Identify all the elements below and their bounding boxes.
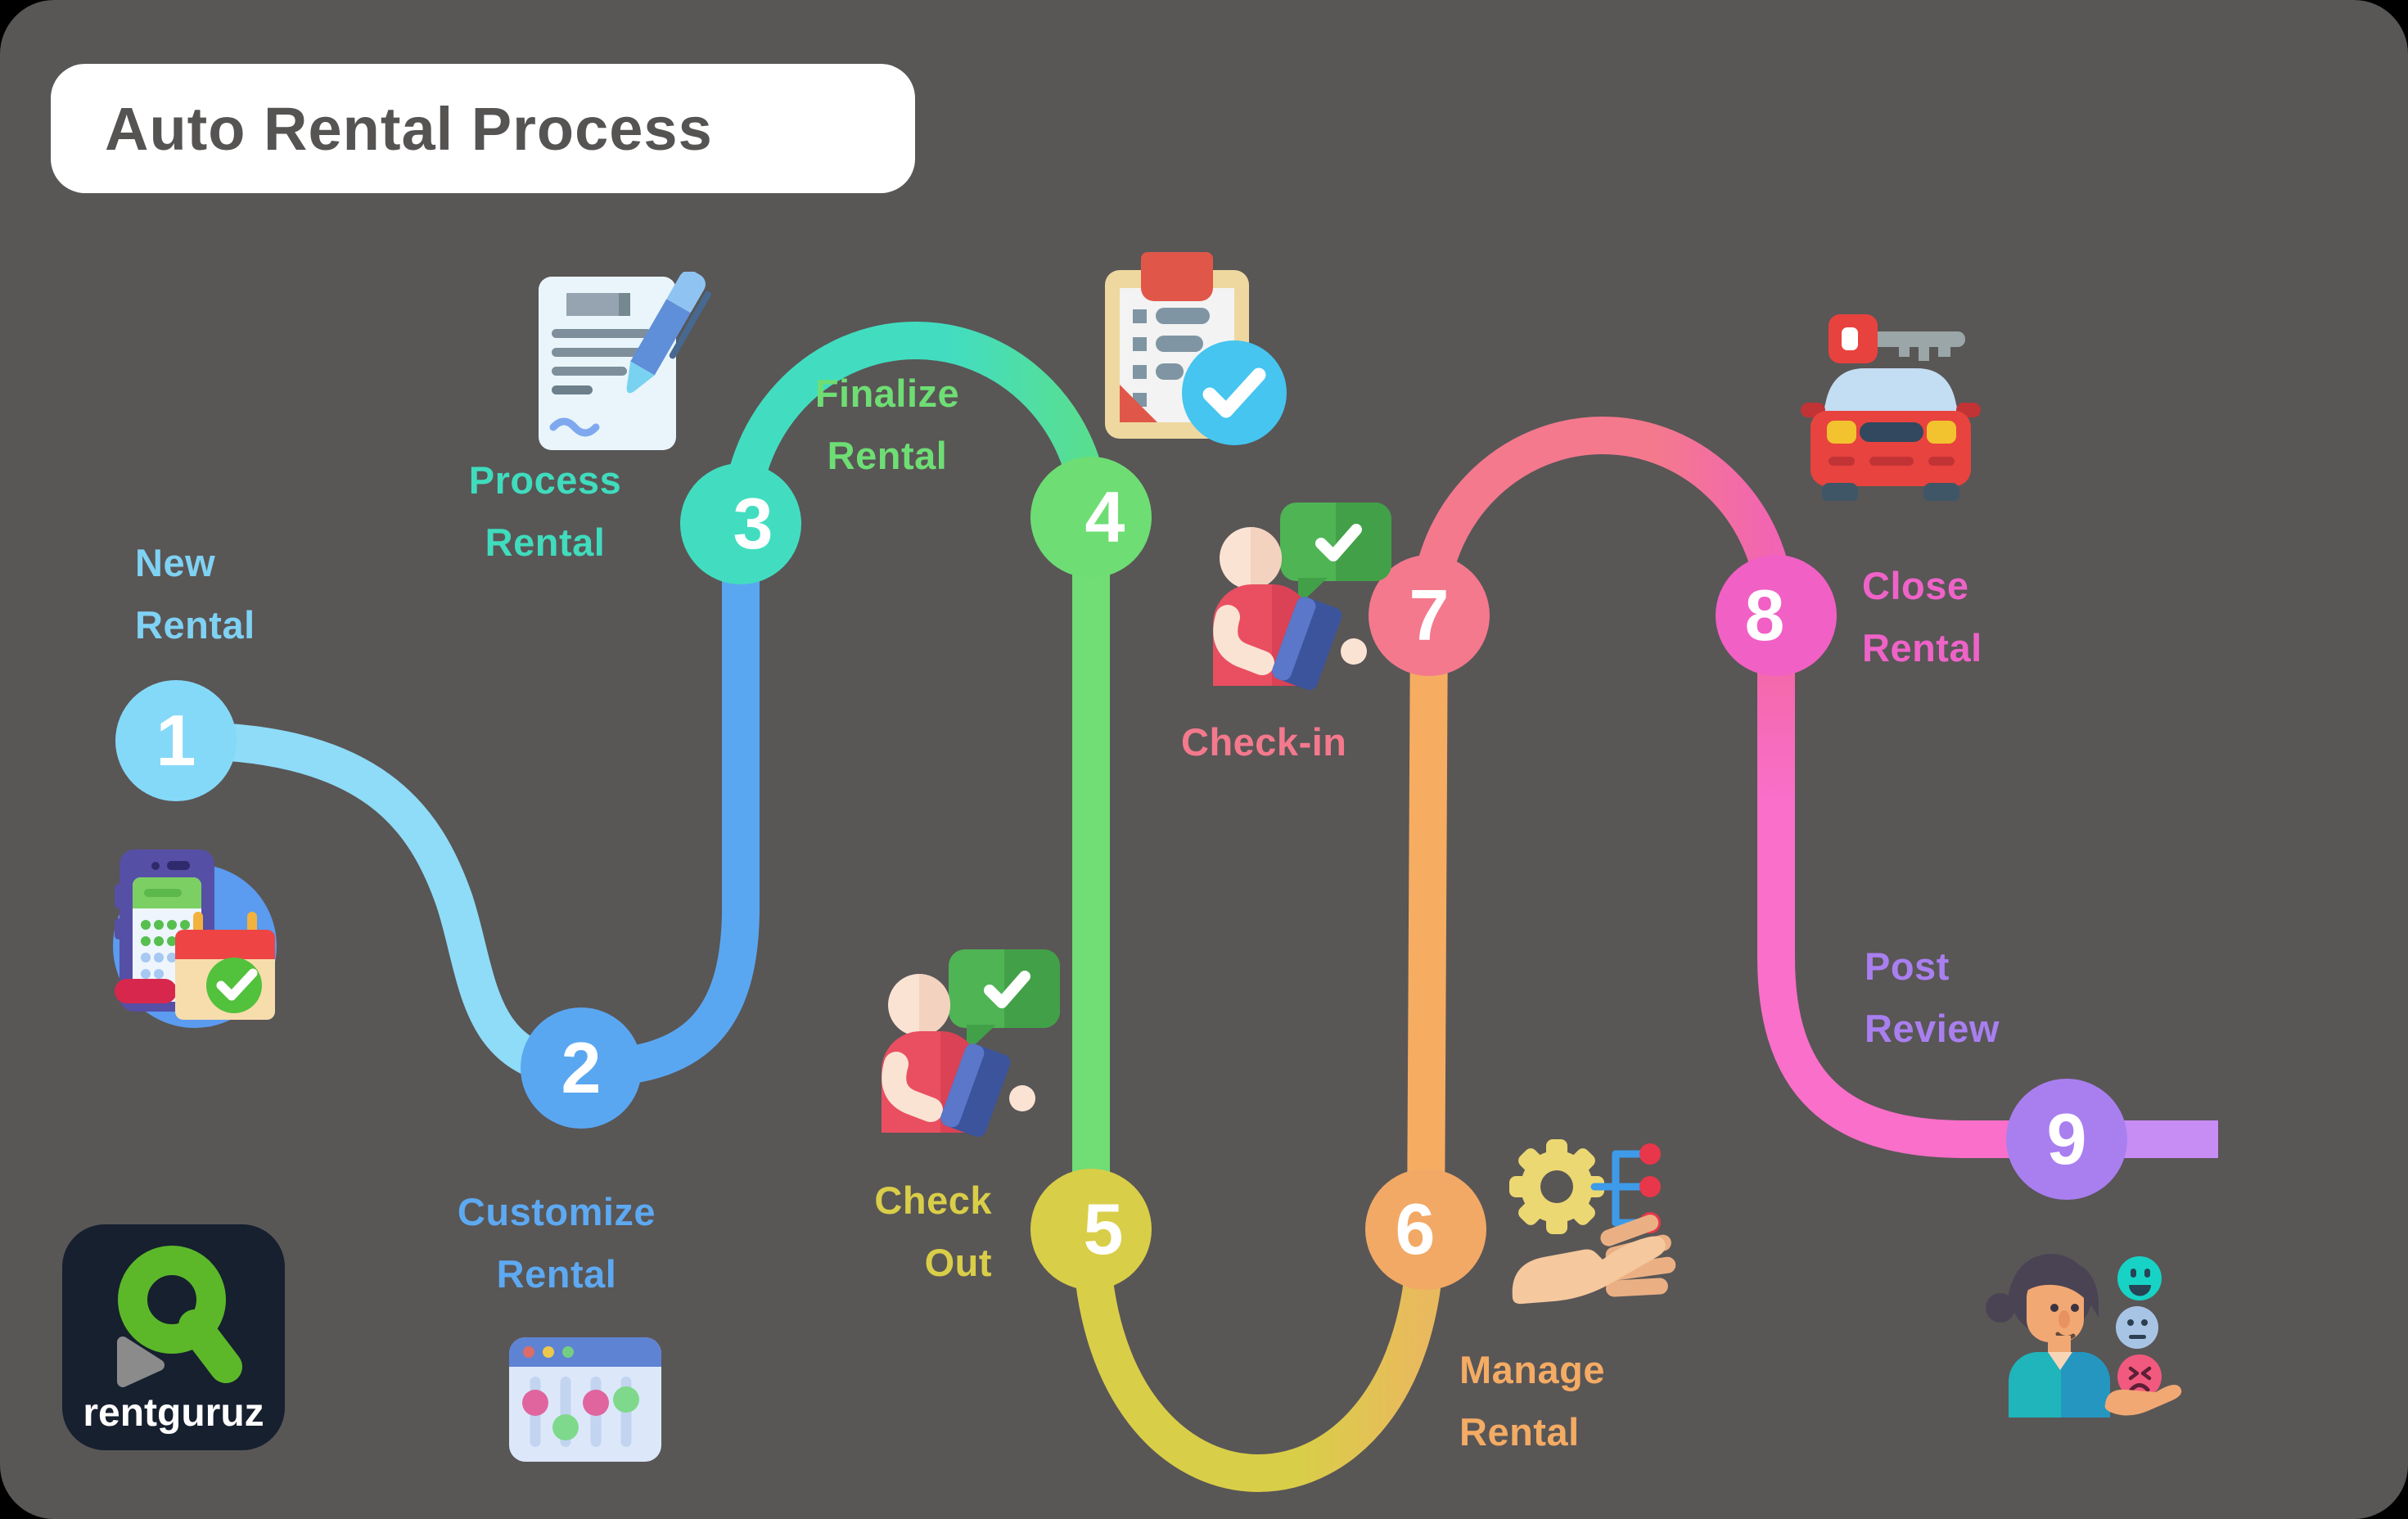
step-number-5: 5 bbox=[1083, 1188, 1124, 1269]
step-number-8: 8 bbox=[1744, 575, 1785, 656]
step-node-3: 3 bbox=[680, 463, 801, 584]
step-node-9: 9 bbox=[2006, 1079, 2127, 1200]
person-tablet-check-icon bbox=[1213, 503, 1391, 691]
path-segment-2-3 bbox=[562, 505, 760, 1088]
step-label-7: Check-in bbox=[1181, 720, 1347, 764]
clipboard-check-icon bbox=[1105, 252, 1287, 445]
path-segment-3-4 bbox=[721, 322, 1110, 544]
path-segment-5-6 bbox=[1072, 1209, 1445, 1492]
step-label-5: Check Out bbox=[874, 1179, 992, 1284]
path-segment-6-7 bbox=[1407, 597, 1448, 1248]
hand-gear-hierarchy-icon bbox=[1509, 1139, 1676, 1305]
step-number-7: 7 bbox=[1409, 575, 1450, 656]
step-number-2: 2 bbox=[561, 1027, 602, 1108]
phone-calendar-booking-icon bbox=[113, 850, 277, 1028]
step-node-1: 1 bbox=[115, 680, 237, 801]
title-box: Auto Rental Process bbox=[51, 64, 915, 193]
page-title: Auto Rental Process bbox=[105, 94, 713, 163]
path-segment-7-8 bbox=[1410, 417, 1795, 634]
step-node-5: 5 bbox=[1030, 1169, 1152, 1290]
step-label-9: Post Review bbox=[1865, 944, 2000, 1050]
step-number-6: 6 bbox=[1395, 1188, 1436, 1269]
car-key-icon bbox=[1801, 314, 1981, 501]
step-label-6: Manage Rental bbox=[1459, 1348, 1605, 1454]
brand-name: rentguruz bbox=[83, 1391, 264, 1435]
browser-sliders-icon bbox=[509, 1337, 661, 1462]
step-number-3: 3 bbox=[733, 483, 773, 564]
step-label-3: Process Rental bbox=[468, 458, 622, 564]
rentguruz-logo: rentguruz bbox=[62, 1224, 285, 1450]
step-label-2: Customize Rental bbox=[457, 1190, 656, 1296]
step-node-4: 4 bbox=[1030, 457, 1152, 578]
step-label-1: New Rental bbox=[135, 541, 255, 647]
customer-feedback-faces-icon bbox=[1986, 1254, 2182, 1418]
step-node-7: 7 bbox=[1369, 555, 1490, 676]
step-label-4: Finalize Rental bbox=[814, 372, 960, 477]
contract-pen-icon bbox=[539, 272, 711, 450]
step-number-1: 1 bbox=[156, 700, 196, 781]
step-label-8: Close Rental bbox=[1862, 564, 1982, 669]
step-number-4: 4 bbox=[1085, 476, 1125, 557]
path-segment-1-2 bbox=[165, 722, 600, 1087]
step-node-2: 2 bbox=[521, 1007, 642, 1129]
person-tablet-check-icon bbox=[882, 949, 1060, 1138]
step-node-8: 8 bbox=[1716, 555, 1837, 676]
step-node-6: 6 bbox=[1365, 1169, 1486, 1290]
path-segment-8-9 bbox=[1757, 597, 2086, 1158]
step-number-9: 9 bbox=[2046, 1098, 2087, 1179]
